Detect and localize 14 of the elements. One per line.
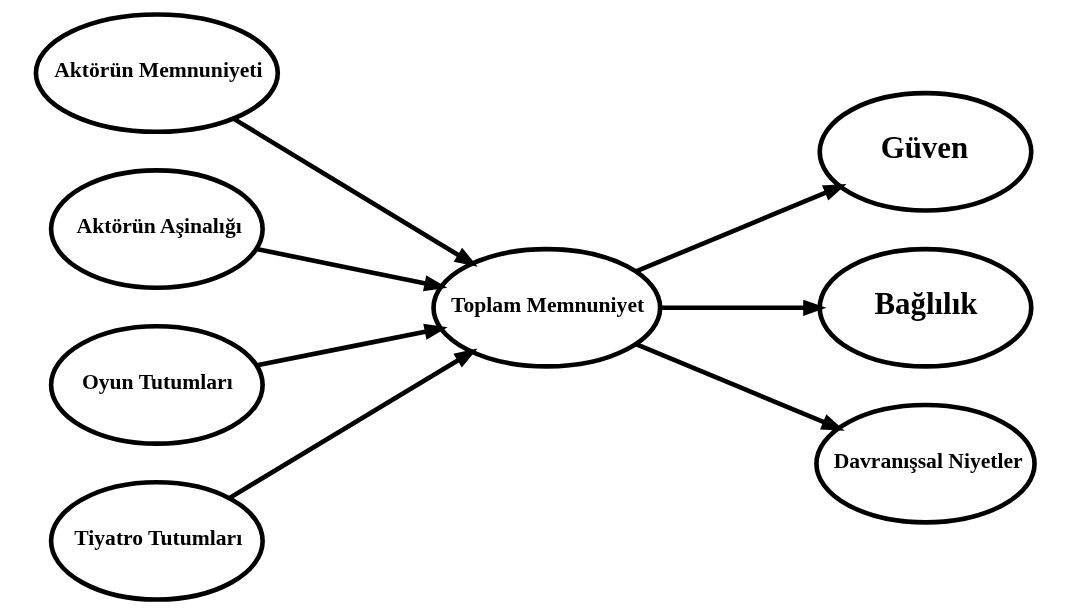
node-ellipse: Aktörün Aşinalığı bbox=[48, 168, 265, 290]
node-ellipse: Tiyatro Tutumları bbox=[48, 479, 265, 602]
arrow bbox=[635, 183, 847, 274]
arrow bbox=[660, 299, 827, 316]
node-ellipse: Oyun Tutumları bbox=[48, 324, 265, 446]
arrow bbox=[256, 323, 448, 368]
arrow bbox=[232, 116, 478, 267]
node-ellipse: Güven bbox=[817, 90, 1034, 213]
node-ellipse: Aktörün Memnuniyeti bbox=[33, 12, 281, 135]
arrow bbox=[635, 342, 845, 431]
node-ellipse: Bağlılık bbox=[817, 246, 1034, 369]
arrow bbox=[256, 246, 448, 292]
node-ellipse: Davranışsal Niyetler bbox=[814, 402, 1037, 525]
arrow bbox=[228, 348, 478, 501]
